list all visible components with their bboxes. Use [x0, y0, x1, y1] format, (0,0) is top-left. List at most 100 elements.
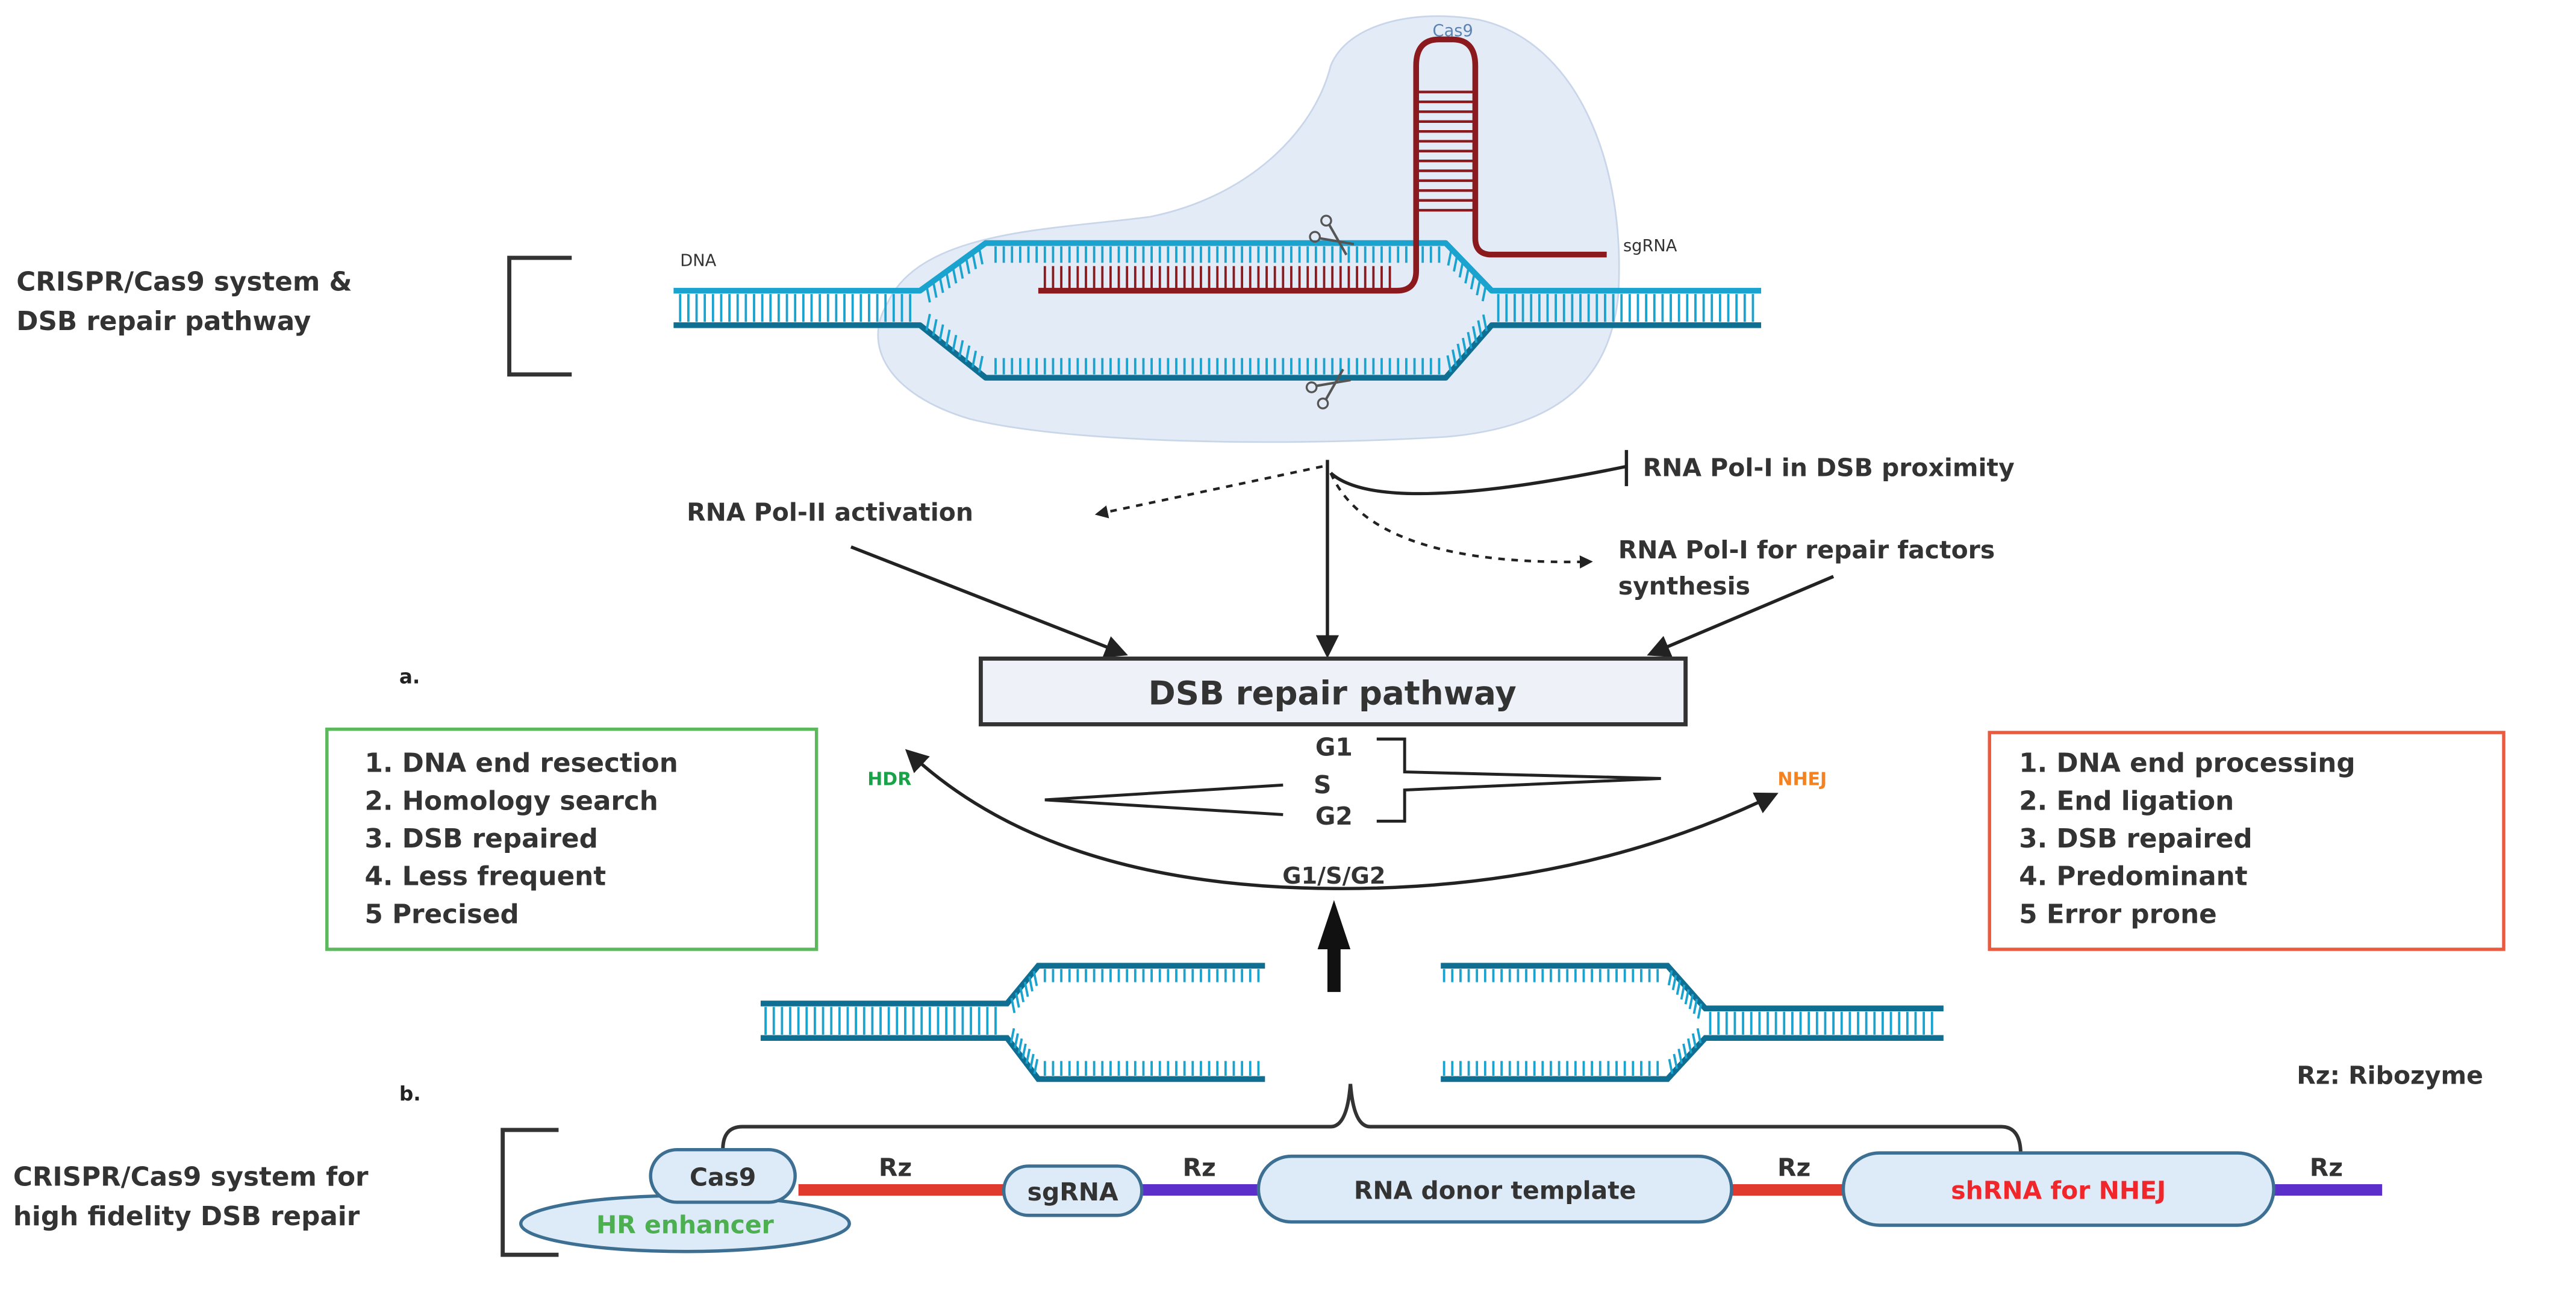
dna-strand-top [1441, 963, 1944, 1011]
panel-b-side-label-line1: CRISPR/Cas9 system for [13, 1163, 369, 1193]
base-pair [1028, 976, 1034, 992]
base-pair [1696, 1028, 1702, 1044]
dna-strand-bottom [1441, 1035, 1944, 1082]
rz-label: Rz [1777, 1153, 1810, 1182]
base-pair [1668, 1059, 1674, 1075]
base-pair [965, 257, 971, 274]
dna-strand-bottom [673, 322, 1762, 381]
base-pair [1033, 1059, 1039, 1075]
cycle-label: G1/S/G2 [1282, 863, 1385, 890]
rz-label: Rz [1183, 1153, 1216, 1182]
pol1-to-dsb-arrow [1647, 575, 1835, 657]
dsb-repair-pathway-box [979, 656, 1688, 726]
dna-strand-top [673, 240, 1762, 294]
hdr-step: 2. Homology search [365, 786, 658, 816]
construct-brace [721, 1084, 2023, 1155]
donor-template-label: RNA donor template [1354, 1176, 1636, 1205]
base-pair [1697, 1003, 1703, 1019]
nhej-step: 1. DNA end processing [2019, 749, 2355, 779]
base-pair [1452, 349, 1458, 367]
base-pair [958, 340, 964, 357]
ribozyme-linker-purple [1140, 1184, 1259, 1196]
base-pair [1470, 272, 1476, 290]
base-pair [1025, 1048, 1031, 1064]
target-dna [673, 240, 1762, 381]
base-pair [1671, 975, 1677, 990]
hdr-steps-box [325, 727, 819, 951]
rz-label: Rz [2310, 1153, 2343, 1182]
panel-a-bracket [507, 255, 572, 377]
base-pair [932, 319, 938, 336]
nhej-step: 2. End ligation [2019, 786, 2234, 816]
base-pair [1009, 1028, 1015, 1044]
panel-a-side-label-line2: DSB repair pathway [16, 307, 311, 337]
base-pair [1684, 989, 1690, 1005]
hdr-step: 3. DSB repaired [365, 824, 598, 854]
ribozyme-linker-red [1728, 1184, 1844, 1196]
inhibition-line-pol1 [1329, 464, 1627, 496]
panel-b-side-label-line2: high fidelity DSB repair [13, 1202, 360, 1232]
base-pair [1019, 987, 1025, 1003]
dna-strand-bottom [760, 1035, 1265, 1082]
base-pair [958, 261, 964, 279]
broken-dna [760, 963, 1944, 1082]
base-pair [965, 345, 971, 363]
nhej-steps-list: 1. DNA end processing 2. End ligation 3.… [2019, 749, 2355, 930]
hdr-phase-bracket [1044, 783, 1283, 816]
base-pair [938, 324, 944, 342]
base-pair [1677, 1048, 1683, 1064]
cas9-pill [649, 1147, 797, 1204]
base-pair [1464, 266, 1470, 284]
base-pair [1482, 314, 1488, 331]
base-pair [1017, 1038, 1023, 1054]
base-pair [1692, 999, 1698, 1014]
ribozyme-legend: Rz: Ribozyme [2297, 1061, 2483, 1090]
panel-a-side-label-line1: CRISPR/Cas9 system & [16, 267, 352, 298]
hr-enhancer-label: HR enhancer [596, 1211, 775, 1240]
base-pair [1691, 1033, 1697, 1049]
hdr-step: 5 Precised [365, 899, 519, 929]
base-pair [1032, 970, 1038, 987]
base-pair [1687, 1038, 1692, 1054]
base-pair [952, 334, 958, 352]
pol1-proximity-label: RNA Pol-I in DSB proximity [1643, 454, 2015, 482]
nhej-step: 4. Predominant [2019, 862, 2247, 892]
dsb-repair-pathway-label: DSB repair pathway [1149, 674, 1517, 713]
scissors-icon [1305, 369, 1351, 410]
base-pair [945, 329, 951, 347]
sgrna-label: sgRNA [1623, 237, 1677, 255]
base-pair [1021, 1043, 1027, 1059]
base-pair [1456, 343, 1462, 361]
base-pair [1688, 994, 1694, 1010]
base-pair [1477, 320, 1483, 337]
pol2-to-dsb-arrow [850, 545, 1128, 658]
scissors-icon [1309, 214, 1355, 256]
cas9-pill-label: Cas9 [690, 1163, 756, 1192]
base-pair [925, 313, 931, 331]
donor-template-pill [1256, 1154, 1733, 1224]
base-pair [1014, 1033, 1019, 1049]
base-pair [1029, 1053, 1035, 1069]
base-pair [1458, 260, 1464, 278]
base-pair [1010, 997, 1016, 1013]
base-pair [932, 281, 938, 298]
base-pair [978, 248, 984, 265]
base-pair [1476, 278, 1482, 296]
panel-a-letter: a. [399, 665, 420, 688]
hdr-label: HDR [867, 769, 911, 790]
base-pair [1673, 1053, 1679, 1069]
ribozyme-linker-red [798, 1184, 1006, 1196]
sgrna-pill [1002, 1164, 1144, 1217]
panel-b: b. Rz: Ribozyme CRISPR/Cas9 system for h… [13, 1061, 2483, 1257]
base-pair [1667, 970, 1673, 986]
base-pair [945, 271, 951, 289]
phase-g1: G1 [1315, 732, 1353, 761]
dna-label: DNA [680, 252, 716, 270]
hdr-steps-list: 1. DNA end resection 2. Homology search … [365, 749, 678, 930]
pol2-activation-label: RNA Pol-II activation [687, 498, 973, 526]
base-pair [1471, 326, 1478, 343]
dashed-arrow-pol1-repair [1329, 472, 1593, 569]
dna-strand-top [760, 963, 1265, 1007]
